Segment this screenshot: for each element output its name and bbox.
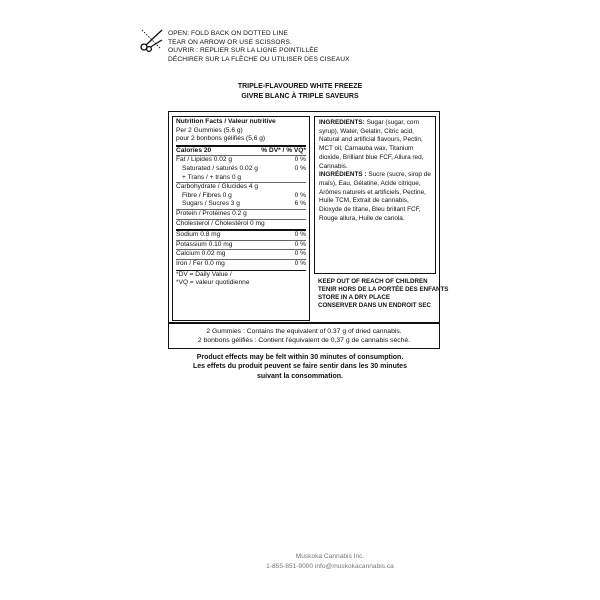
fold-line-2: TEAR ON ARROW OR USE SCISSORS. (168, 38, 292, 46)
effects-fr-2: suivant la consommation. (257, 372, 343, 380)
warning-line: TENIR HORS DE LA PORTÉE DES ENFANTS (318, 286, 449, 293)
nutrient-row: Sugars / Sucres 3 g 6 % (176, 200, 306, 209)
serving-size-en: Per 2 Gummies (5.6 g) (176, 126, 243, 134)
ingredients-fr: INGRÉDIENTS : Sucre (sucre, sirop de maï… (319, 171, 431, 223)
nutrient-label: Protein / Protéines 0.2 g (176, 209, 247, 217)
equivalency-en: 2 Gummies : Contains the equivalent of 0… (206, 328, 402, 335)
nutrient-label: Potassium 0.10 mg (176, 240, 233, 248)
effects-fr-1: Les effets du produit peuvent se faire s… (193, 363, 407, 371)
company-contact: 1-855-851-9000 info@muskokacannabis.ca (266, 562, 394, 570)
nutrient-row: Fat / Lipides 0.02 g 0 % (176, 155, 306, 165)
fold-line-1: OPEN: FOLD BACK ON DOTTED LINE (168, 30, 288, 37)
nutrient-dv: 0 % (294, 231, 306, 239)
nutrient-dv: 0 % (294, 259, 306, 267)
nutrient-dv: 6 % (294, 200, 306, 208)
nutrient-label: Calcium 0.02 mg (176, 250, 226, 258)
ingredients-text-fr: Sucre (sucre, sirop de maïs), Eau, Gélat… (319, 171, 431, 222)
product-name-fr: GIVRE BLANC À TRIPLE SAVEURS (241, 92, 359, 100)
warnings: KEEP OUT OF REACH OF CHILDREN TENIR HORS… (318, 278, 448, 310)
fold-instructions: OPEN: FOLD BACK ON DOTTED LINE TEAR ON A… (168, 30, 350, 64)
nutrient-label: Sugars / Sucres 3 g (182, 200, 240, 208)
nutrient-row: Fibre / Fibres 0 g 0 % (176, 192, 306, 201)
dv-header: % DV* / % VQ* (261, 146, 306, 154)
nutrient-dv: 0 % (294, 250, 306, 258)
nutrient-label: Saturated / saturés 0.02 g (182, 164, 258, 172)
product-name: TRIPLE-FLAVOURED WHITE FREEZE GIVRE BLAN… (0, 82, 600, 101)
nutrient-dv: 0 % (294, 240, 306, 248)
dv-footnote: *DV = Daily Value / (176, 269, 306, 280)
nutrient-row: Iron / Fer 0.0 mg 0 % (176, 258, 306, 269)
serving-size-fr: pour 2 bonbons gélifiés (5,6 g) (176, 135, 266, 143)
label-panel (168, 111, 440, 323)
nutrient-row: Protein / Protéines 0.2 g (176, 208, 306, 219)
nutrient-row: Sodium 0.8 mg 0 % (176, 229, 306, 240)
dv-footnote-fr: *VQ = valeur quotidienne (176, 279, 250, 287)
calories-label: Calories (176, 146, 203, 154)
warning-line: STORE IN A DRY PLACE (318, 294, 390, 301)
nutrient-label: Fat / Lipides 0.02 g (176, 156, 233, 164)
nutrition-title: Nutrition Facts / Valeur nutritive (176, 118, 276, 125)
scissors-icon (140, 29, 163, 52)
nutrient-label: Sodium 0.8 mg (176, 231, 221, 239)
equivalency-box: 2 Gummies : Contains the equivalent of 0… (168, 323, 440, 349)
nutrient-row: Cholesterol / Cholestérol 0 mg (176, 218, 306, 229)
calories-row: Calories 20 % DV* / % VQ* (176, 144, 306, 156)
nutrient-dv: 0 % (294, 156, 306, 164)
nutrient-label: Cholesterol / Cholestérol 0 mg (176, 219, 265, 227)
ingredients-box: INGREDIENTS: Sugar (sugar, corn syrup), … (314, 116, 436, 274)
warning-line: KEEP OUT OF REACH OF CHILDREN (318, 278, 428, 285)
nutrient-label: Carbohydrate / Glucides 4 g (176, 183, 259, 191)
nutrient-label: Fibre / Fibres 0 g (182, 191, 232, 199)
ingredients-en: INGREDIENTS: Sugar (sugar, corn syrup), … (319, 119, 431, 171)
fold-line-3: OUVRIR : REPLIER SUR LA LIGNE POINTILLÉE (168, 47, 319, 55)
nutrition-facts-table: Nutrition Facts / Valeur nutritive Per 2… (172, 116, 310, 321)
company-info: Muskoka Cannabis Inc. 1-855-851-9000 inf… (180, 552, 480, 571)
ingredients-heading-en: INGREDIENTS: (319, 119, 365, 126)
nutrient-dv: 0 % (294, 164, 306, 172)
company-name: Muskoka Cannabis Inc. (295, 553, 365, 560)
nutrient-label: + Trans / + trans 0 g (182, 173, 242, 181)
effects-en: Product effects may be felt within 30 mi… (196, 354, 404, 361)
nutrient-row: Calcium 0.02 mg 0 % (176, 249, 306, 259)
ingredients-heading-fr: INGRÉDIENTS : (319, 171, 367, 179)
ingredients-text-en: Sugar (sugar, corn syrup), Water, Gelati… (319, 119, 424, 170)
nutrient-row: Carbohydrate / Glucides 4 g (176, 182, 306, 192)
nutrient-row: Saturated / saturés 0.02 g 0 % (176, 165, 306, 174)
fold-line-4: DÉCHIRER SUR LA FLÈCHE OU UTILISER DES C… (168, 55, 350, 63)
product-name-en: TRIPLE-FLAVOURED WHITE FREEZE (237, 83, 363, 90)
nutrient-row: Potassium 0.10 mg 0 % (176, 239, 306, 250)
calories-value: 20 (203, 146, 212, 154)
nutrient-dv: 0 % (294, 191, 306, 199)
nutrient-row: + Trans / + trans 0 g (176, 174, 306, 183)
dv-footnote-en: *DV = Daily Value / (176, 270, 232, 278)
equivalency-fr: 2 bonbons gélifiés : Contient l'équivale… (197, 337, 411, 344)
effects-statement: Product effects may be felt within 30 mi… (0, 353, 600, 381)
nutrient-label: Iron / Fer 0.0 mg (176, 259, 225, 267)
warning-line: CONSERVER DANS UN ENDROIT SEC (318, 302, 431, 309)
